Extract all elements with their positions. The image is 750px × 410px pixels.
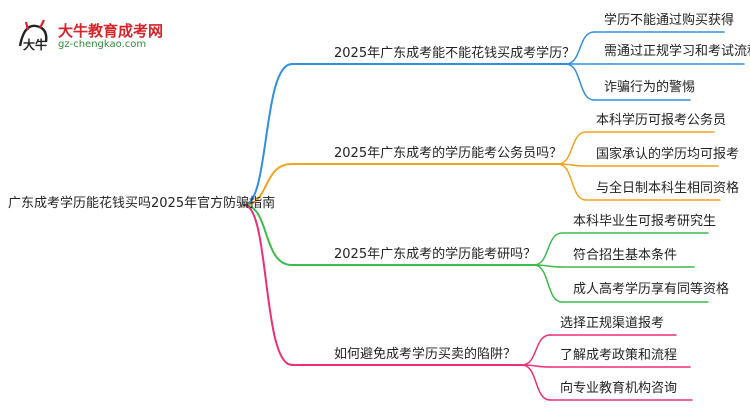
root-connector bbox=[243, 204, 293, 366]
leaf-cannot-buy: 学历不能通过购买获得 bbox=[604, 13, 735, 28]
leaf-consult-agency: 向专业教育机构咨询 bbox=[560, 381, 678, 396]
root-connector bbox=[243, 63, 293, 206]
root-connector bbox=[243, 204, 293, 266]
leaf-same-as-fulltime: 与全日制本科生相同资格 bbox=[596, 181, 740, 196]
leaf-official-channel: 选择正规渠道报考 bbox=[560, 316, 665, 331]
root-topic: 广东成考学历能花钱买吗2025年官方防骗指南 bbox=[8, 196, 276, 211]
logo-mark-text: 大牛 bbox=[23, 37, 47, 52]
branch-topic-civil-service: 2025年广东成考的学历能考公务员吗？ bbox=[334, 146, 563, 161]
leaf-formal-process: 需通过正规学习和考试流程 bbox=[604, 44, 750, 59]
branch-topic-buy-diploma: 2025年广东成考能不能花钱买成考学历？ bbox=[334, 46, 576, 61]
root-connector bbox=[243, 163, 293, 206]
branch-topic-avoid-traps: 如何避免成考学历买卖的陷阱？ bbox=[334, 347, 517, 362]
branch-topic-postgraduate: 2025年广东成考的学历能考研吗？ bbox=[334, 247, 537, 262]
leaf-beware-fraud: 诈骗行为的警惕 bbox=[604, 80, 696, 95]
leaf-connector bbox=[565, 63, 595, 101]
logo-url: gz-chengkao.com bbox=[58, 39, 147, 50]
leaf-connector bbox=[557, 131, 587, 165]
leaf-learn-policy: 了解成考政策和流程 bbox=[560, 348, 678, 363]
leaf-connector bbox=[521, 364, 551, 401]
leaf-connector bbox=[565, 31, 595, 65]
logo-title: 大牛教育成考网 bbox=[58, 22, 164, 40]
leaf-connector bbox=[533, 232, 563, 266]
leaf-connector bbox=[557, 163, 587, 201]
leaf-recognized-degree: 国家承认的学历均可报考 bbox=[596, 147, 740, 162]
leaf-bachelor-postgrad: 本科毕业生可报考研究生 bbox=[573, 214, 717, 229]
logo-mark-icon: 大牛 bbox=[18, 19, 48, 52]
leaf-bachelor-civil-service: 本科学历可报考公务员 bbox=[596, 113, 727, 128]
site-logo[interactable]: 大牛 大牛教育成考网 gz-chengkao.com bbox=[8, 16, 168, 56]
leaf-connector bbox=[521, 334, 551, 366]
leaf-basic-conditions: 符合招生基本条件 bbox=[573, 248, 678, 263]
leaf-connector bbox=[533, 264, 563, 303]
leaf-equal-qualification: 成人高考学历享有同等资格 bbox=[573, 282, 730, 297]
